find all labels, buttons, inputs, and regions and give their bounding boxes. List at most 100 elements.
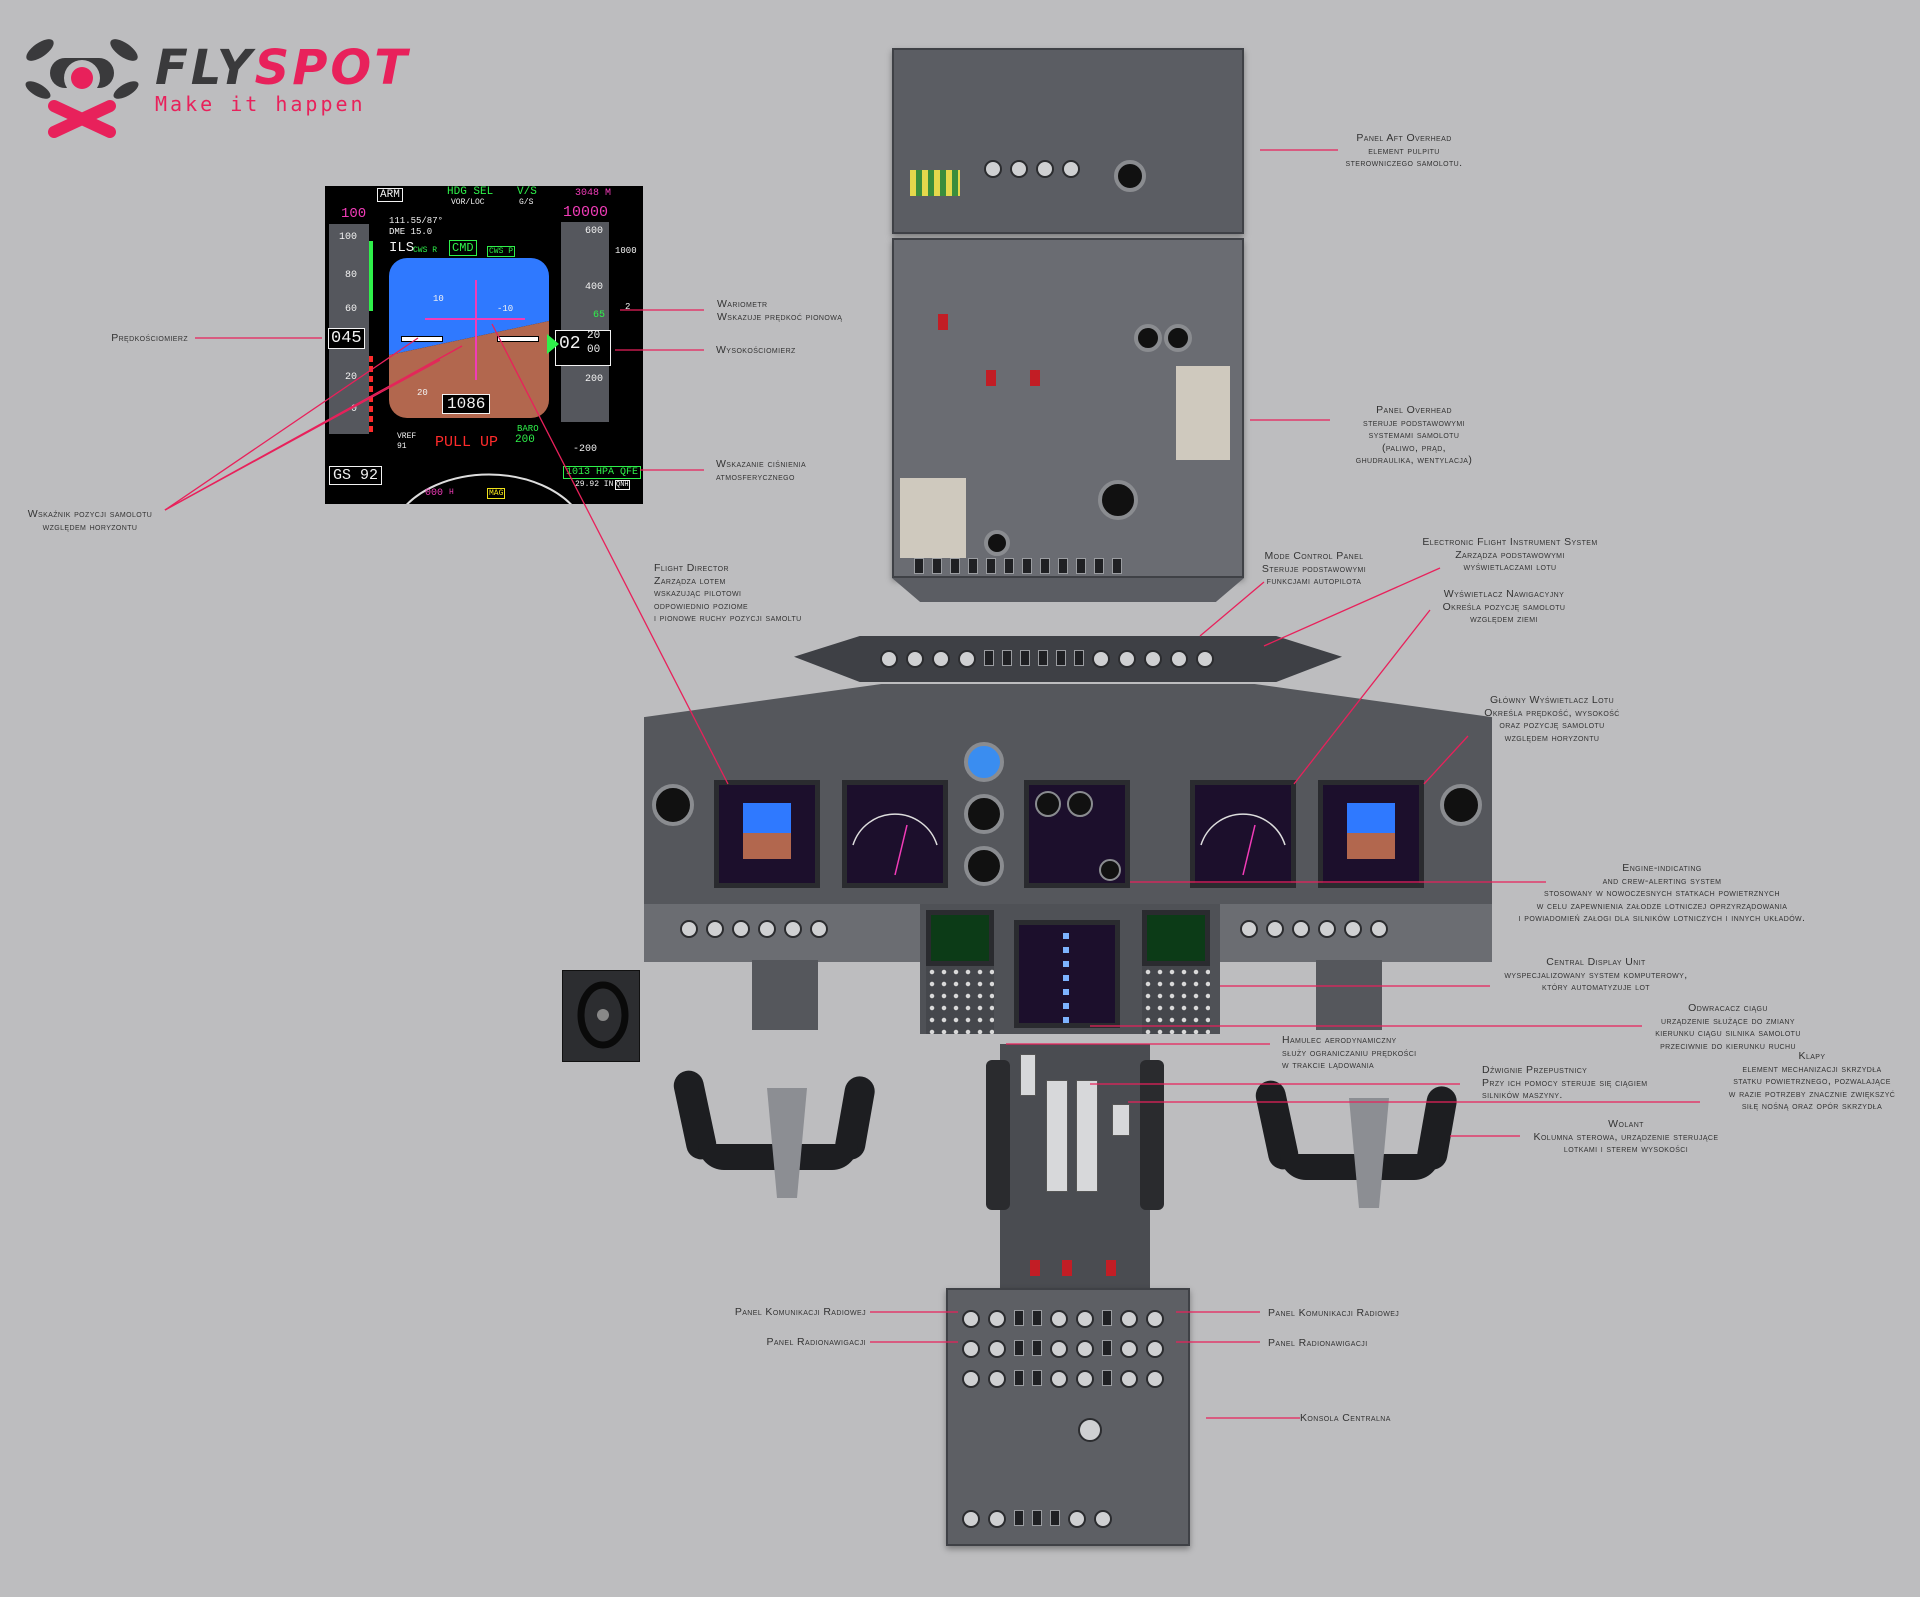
label-flaps: Klapy element mechanizacji skrzydła stat…	[1729, 1050, 1895, 1113]
speedbrake-lever[interactable]	[1020, 1054, 1036, 1096]
label-line: Wyświetlacz Nawigacyjny	[1443, 588, 1565, 600]
cdu-left-keypad	[926, 966, 994, 1034]
pitch-label-m10: -10	[497, 304, 514, 314]
altitude-tape	[561, 222, 609, 422]
captain-nd-screen	[842, 780, 948, 888]
alt-pointer-icon	[547, 334, 559, 354]
pfd-mode-arm: ARM	[377, 188, 403, 202]
eicas-gauge	[1099, 859, 1121, 881]
overhead-gauge	[1098, 480, 1138, 520]
label-line: steruje podstawowymi	[1363, 416, 1465, 429]
label-line: Określa prędkość, wysokość	[1484, 706, 1620, 719]
pfd-cws-r: CWS R	[413, 246, 438, 255]
label-speedometer: Prędkościomierz	[111, 332, 188, 345]
label-yoke: Wolant Kolumna sterowa, urządzenie steru…	[1534, 1118, 1719, 1156]
heading-unit: H	[449, 488, 454, 497]
label-line: w razie potrzeby znacznie zwiększyć	[1728, 1087, 1896, 1100]
brand-tagline: Make it happen	[155, 92, 366, 116]
vs-tick: 2	[625, 302, 631, 312]
pfd-mode-vorloc: VOR/LOC	[451, 198, 485, 207]
overhead-gauge	[984, 530, 1010, 556]
label-line: Panel Overhead	[1376, 404, 1452, 416]
vref-label: VREF	[397, 432, 417, 441]
pfd-alt-target: 10000	[563, 204, 609, 221]
label-overhead: Panel Overhead steruje podstawowymi syst…	[1356, 404, 1473, 467]
label-line: and crew-alerting system	[1602, 874, 1722, 887]
label-line: Electronic Flight Instrument System	[1422, 536, 1598, 548]
pull-up-warning: PULL UP	[435, 434, 499, 451]
speed-tick: 0	[351, 404, 358, 415]
label-line: Kolumna sterowa, urządzenie sterujące	[1533, 1130, 1719, 1143]
flap-lever[interactable]	[1112, 1104, 1130, 1136]
captain-yoke[interactable]	[670, 1067, 884, 1198]
label-line: wyspecjalizowany system komputerowy,	[1504, 968, 1688, 981]
brand-name-part1: FLY	[155, 40, 255, 96]
label-speedbrake: Hamulec aerodynamiczny służy ograniczani…	[1282, 1034, 1417, 1072]
captain-pfd-screen	[714, 780, 820, 888]
mini-ground	[743, 833, 791, 859]
quadcopter-person-icon	[25, 39, 139, 138]
lower-du-scale	[1063, 933, 1069, 1023]
overhead-gauge	[1114, 160, 1146, 192]
label-line: Określa pozycję samolotu	[1442, 600, 1566, 613]
label-line: Wysokościomierz	[716, 344, 796, 356]
baro-value: 200	[515, 434, 535, 446]
lower-knobs-left	[680, 920, 828, 938]
heading-value: 000	[425, 488, 444, 499]
standby-attitude-gauge	[964, 742, 1004, 782]
throttle-lever-2[interactable]	[1076, 1080, 1098, 1192]
pfd-mode-hdg: HDG SEL	[447, 186, 494, 198]
speed-current-box: 045	[328, 328, 365, 349]
nd-arc	[852, 813, 938, 876]
alt-current: 02	[559, 334, 581, 354]
label-mcp: Mode Control Panel Steruje podstawowymi …	[1262, 550, 1366, 588]
label-line: element pulpitu	[1368, 144, 1440, 157]
warning-light	[1030, 370, 1040, 386]
warning-light	[938, 314, 948, 330]
alt-roll-upper: 20	[587, 330, 601, 342]
standby-gauge	[964, 794, 1004, 834]
label-nd: Wyświetlacz Nawigacyjny Określa pozycję …	[1443, 588, 1566, 626]
label-line: Konsola Centralna	[1300, 1412, 1391, 1424]
cdu-left-screen	[926, 910, 994, 966]
label-line: Dźwignie Przepustnicy	[1482, 1064, 1588, 1076]
label-console: Konsola Centralna	[1300, 1412, 1391, 1425]
label-eicas: Engine-indicating and crew-alerting syst…	[1519, 862, 1806, 925]
standby-gauge	[964, 846, 1004, 886]
label-variometer: Wariometr Wskazuje prędkoć pionową	[717, 298, 842, 323]
throttle-lever-1[interactable]	[1046, 1080, 1068, 1192]
fuel-panel	[900, 478, 966, 558]
pedestal-middle	[1000, 1244, 1150, 1296]
label-line: ghudraulika, wentylacja)	[1355, 454, 1473, 466]
pfd-cws-p: CWS P	[487, 246, 516, 257]
label-line: przeciwnie do kierunku ruchu	[1660, 1039, 1796, 1052]
label-line: (paliwo, prąd,	[1381, 441, 1446, 454]
leader-flight-director	[491, 323, 729, 785]
label-line: siłę nośną oraz opór skrzydła	[1741, 1100, 1883, 1112]
label-line: Wskazuje prędkoć pionową	[717, 310, 843, 323]
overhead-gauge	[1134, 324, 1162, 352]
label-flight-director: Flight Director Zarządza lotem wskazując…	[654, 562, 802, 625]
lower-du-screen	[1014, 920, 1120, 1028]
pfd-cmd: CMD	[449, 240, 477, 256]
eicas-screen	[1024, 780, 1130, 888]
label-line: względem horyzontu	[1504, 731, 1600, 744]
alt-tick: 600	[585, 226, 604, 237]
label-line: Engine-indicating	[1622, 862, 1702, 874]
fo-yoke[interactable]	[1252, 1077, 1466, 1208]
label-line: służy ograniczaniu prędkości	[1282, 1046, 1417, 1059]
label-efis: Electronic Flight Instrument System Zarz…	[1422, 536, 1597, 574]
transponder-knob[interactable]	[1078, 1418, 1102, 1442]
vref-value: 91	[397, 442, 407, 451]
label-line: lotkami i sterem wysokości	[1563, 1143, 1689, 1155]
label-line: kierunku ciągu silnika samolotu	[1655, 1027, 1801, 1039]
mini-sky	[1347, 803, 1395, 833]
label-line: względem horyzontu	[42, 520, 138, 533]
label-line: sterowniczego samolotu.	[1345, 157, 1463, 169]
label-line: Panel Aft Overhead	[1356, 132, 1452, 144]
baro-setting-inhg: 29.92 IN	[575, 480, 614, 489]
fire-handle-light	[1062, 1260, 1072, 1276]
label-line: Panel Komunikacji Radiowej	[734, 1306, 866, 1318]
cdu-right-keypad	[1142, 966, 1210, 1034]
